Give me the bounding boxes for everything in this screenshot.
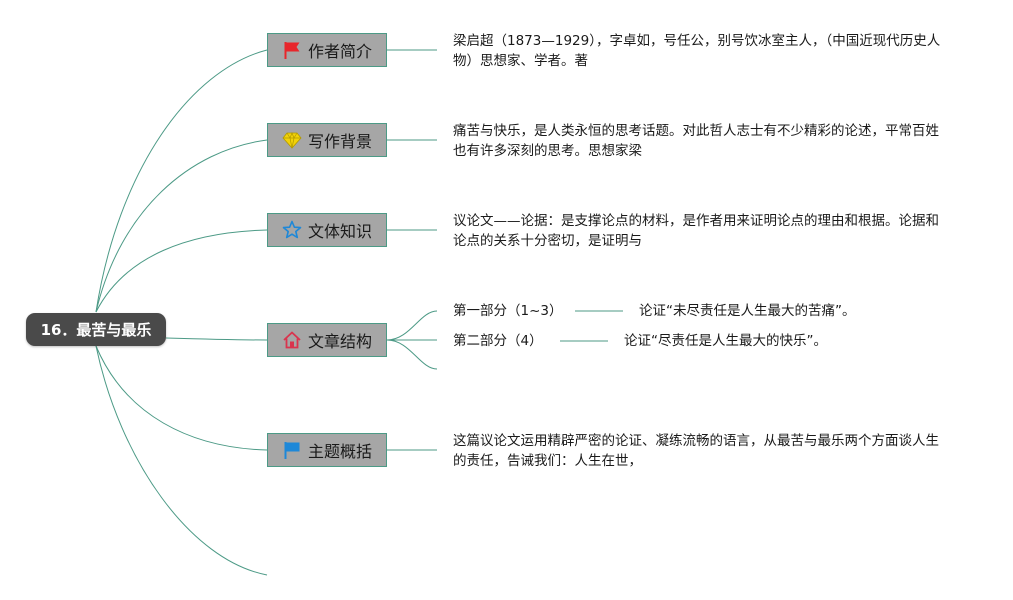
branch-article-structure[interactable]: 文章结构: [267, 323, 387, 357]
structure-part1-content: 论证“未尽责任是人生最大的苦痛”。: [639, 303, 856, 319]
detail-genre-knowledge: 议论文——论据：是支撑论点的材料，是作者用来证明论点的理由和根据。论据和论点的关…: [453, 213, 939, 249]
blue-flag-icon: [282, 440, 302, 460]
yellow-gem-icon: [282, 130, 302, 150]
branch-theme-summary[interactable]: 主题概括: [267, 433, 387, 467]
red-house-icon: [282, 330, 302, 350]
structure-part2-content: 论证“尽责任是人生最大的快乐”。: [624, 333, 827, 349]
connector-root-structure: [165, 337, 268, 341]
connector-root-theme: [95, 345, 268, 451]
connector-root-genre: [95, 229, 268, 313]
branch-label: 主题概括: [307, 442, 372, 461]
structure-part2-label: 第二部分（4）: [453, 333, 543, 349]
branch-label: 文体知识: [307, 222, 372, 241]
detail-writing-background: 痛苦与快乐，是人类永恒的思考话题。对此哲人志士有不少精彩的论述，平常百姓也有许多…: [453, 123, 939, 159]
detail-author-intro: 梁启超（1873—1929），字卓如，号任公，别号饮冰室主人，（中国近现代历史人…: [453, 33, 941, 69]
detail-theme-summary: 这篇议论文运用精辟严密的论证、凝练流畅的语言，从最苦与最乐两个方面谈人生的责任，…: [453, 433, 939, 469]
root-node[interactable]: 16．最苦与最乐: [26, 313, 166, 346]
branch-author-intro[interactable]: 作者简介: [267, 33, 387, 67]
branch-label: 写作背景: [307, 132, 372, 151]
branch-label: 文章结构: [307, 332, 372, 351]
structure-part1-label: 第一部分（1~3）: [453, 303, 563, 319]
connector-structure-part3: [386, 339, 438, 370]
red-flag-icon: [282, 40, 302, 60]
branch-writing-background[interactable]: 写作背景: [267, 123, 387, 157]
connector-root-author: [95, 49, 268, 313]
blue-star-outline-icon: [282, 220, 302, 240]
connector-root-extra: [95, 345, 268, 576]
branch-label: 作者简介: [307, 42, 372, 61]
branch-genre-knowledge[interactable]: 文体知识: [267, 213, 387, 247]
root-label: 16．最苦与最乐: [40, 321, 152, 339]
connector-root-background: [95, 139, 268, 313]
connector-structure-part1: [386, 310, 438, 341]
